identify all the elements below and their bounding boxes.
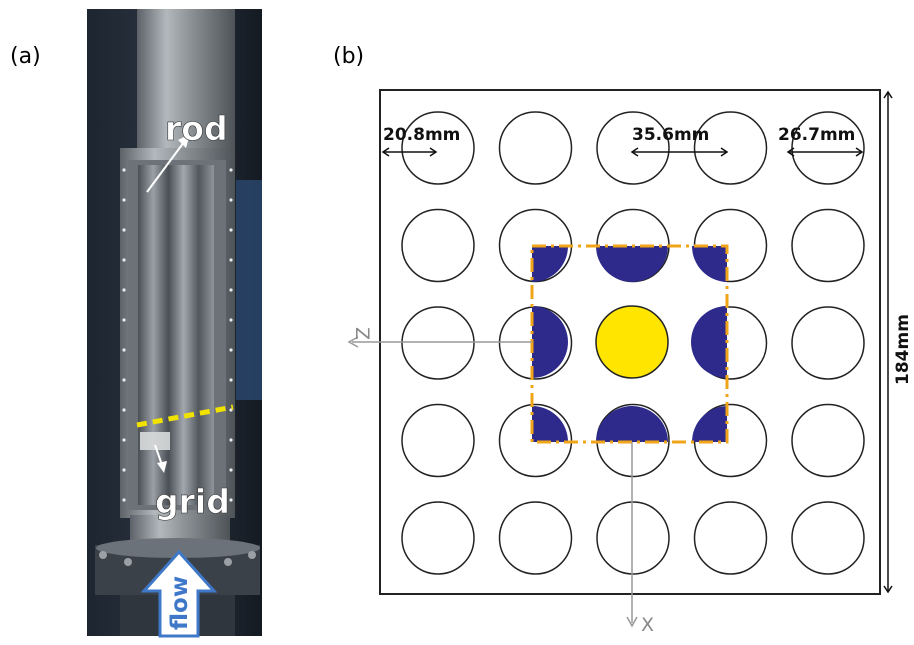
panel-label-a: (a): [10, 44, 41, 69]
dim-housing-arrow-bottom: [883, 585, 893, 594]
subchannel-edge-top: [596, 246, 668, 282]
rod-r1-c4: [693, 111, 768, 185]
frame-bolts: [122, 168, 233, 502]
dim-pitch-arrow-right: [720, 147, 729, 157]
subchannel-corner-top-right: [692, 246, 727, 282]
grid-position-marker: [136, 404, 234, 428]
rod-r2-c5: [791, 208, 865, 283]
rod-r1-c5: [791, 111, 865, 185]
rod-r3-c1: [401, 306, 475, 380]
subchannel-corner-bottom-left: [532, 406, 568, 442]
dim-rod-diameter-arrow-left: [381, 147, 390, 157]
subchannel-fills: [532, 246, 727, 442]
rod-r3-c5: [791, 306, 865, 380]
rod-r5-c1: [401, 501, 475, 575]
subchannel-corner-bottom-right: [692, 406, 727, 442]
rod-r5-c2: [498, 501, 573, 575]
rod-pointer-arrow: [146, 141, 185, 193]
flow-label: flow: [167, 576, 193, 630]
rod-r5-c5: [791, 501, 865, 575]
grid-pointer-arrowhead: [157, 461, 167, 473]
x-axis-arrowhead: [626, 616, 638, 628]
rod-r1-c3: [596, 111, 670, 185]
rod-r5-c3: [596, 501, 670, 575]
rod-r1-c2: [498, 111, 573, 185]
rod-r1-c1: [401, 111, 475, 185]
rod-label: rod: [165, 109, 228, 148]
subchannel-edge-left: [532, 306, 568, 378]
dim-side-arrow-right: [855, 147, 864, 157]
dim-pitch-arrow-left: [630, 147, 639, 157]
rod-r5-c4: [693, 501, 768, 575]
dim-pitch-label: 35.6mm: [632, 125, 709, 145]
flange-top: [96, 538, 260, 558]
flow-arrow: [140, 549, 218, 638]
center-heated-rod: [595, 305, 669, 379]
subchannel-corner-top-left: [532, 246, 568, 282]
dim-side-label: 26.7mm: [778, 125, 855, 145]
grid-spacer: [140, 432, 170, 450]
rod-r4-c1: [401, 403, 475, 478]
panel-label-b: (b): [333, 44, 365, 69]
rod-r2-c1: [401, 208, 475, 283]
dim-housing-label: 184mm: [893, 314, 913, 385]
dim-rod-diameter-label: 20.8mm: [383, 125, 460, 145]
top-duct: [137, 9, 235, 149]
rod-pointer-arrowhead: [178, 134, 190, 148]
z-axis-arrowhead: [347, 336, 359, 348]
subchannel-edge-right: [691, 306, 727, 378]
flange-bolts: [99, 551, 256, 566]
subchannel-edge-bottom: [596, 406, 668, 442]
computational-domain-outline: [530, 244, 729, 444]
z-axis-label: Z: [351, 327, 373, 340]
rod-r4-c5: [791, 403, 865, 478]
x-axis-label: X: [641, 614, 654, 636]
grid-label: grid: [155, 482, 230, 521]
photo-blue-pipes: [236, 180, 262, 400]
dim-housing-arrow-top: [883, 90, 893, 99]
grid-pointer-arrow: [154, 444, 163, 466]
dim-side-arrow-left: [786, 147, 795, 157]
dim-rod-diameter-arrow-right: [429, 147, 438, 157]
